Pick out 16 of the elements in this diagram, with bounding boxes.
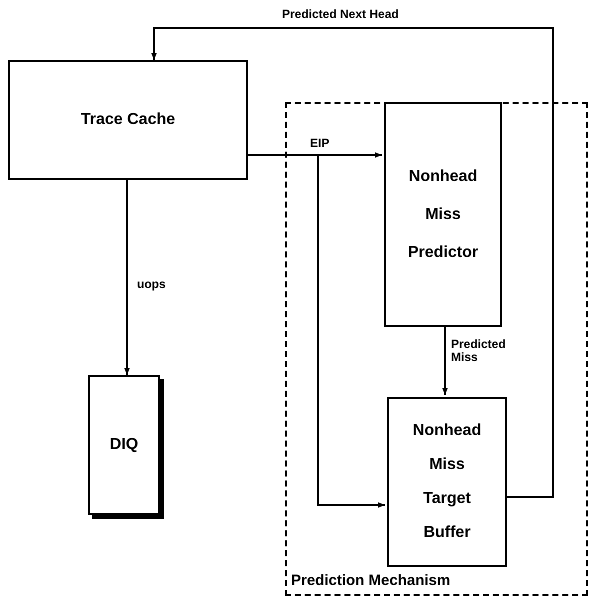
- process-box: [387, 397, 507, 567]
- edge-label: uops: [137, 278, 167, 291]
- region-title: Prediction Mechanism: [291, 570, 450, 590]
- box-label: DIQ: [110, 435, 138, 455]
- edge-label: Predicted Next Head: [282, 8, 400, 21]
- process-box: [384, 102, 502, 327]
- box-label: Nonhead Miss Predictor: [406, 166, 480, 262]
- dashed-region: [285, 102, 588, 596]
- arrow: [442, 325, 448, 395]
- box-label: Trace Cache: [80, 110, 176, 130]
- edge-label: EIP: [310, 137, 330, 150]
- arrow: [124, 180, 130, 375]
- process-box: [8, 60, 248, 180]
- arrow: [151, 27, 554, 498]
- box-label: Nonhead Miss Target Buffer: [412, 421, 482, 543]
- edge-label: Predicted Miss: [451, 338, 507, 364]
